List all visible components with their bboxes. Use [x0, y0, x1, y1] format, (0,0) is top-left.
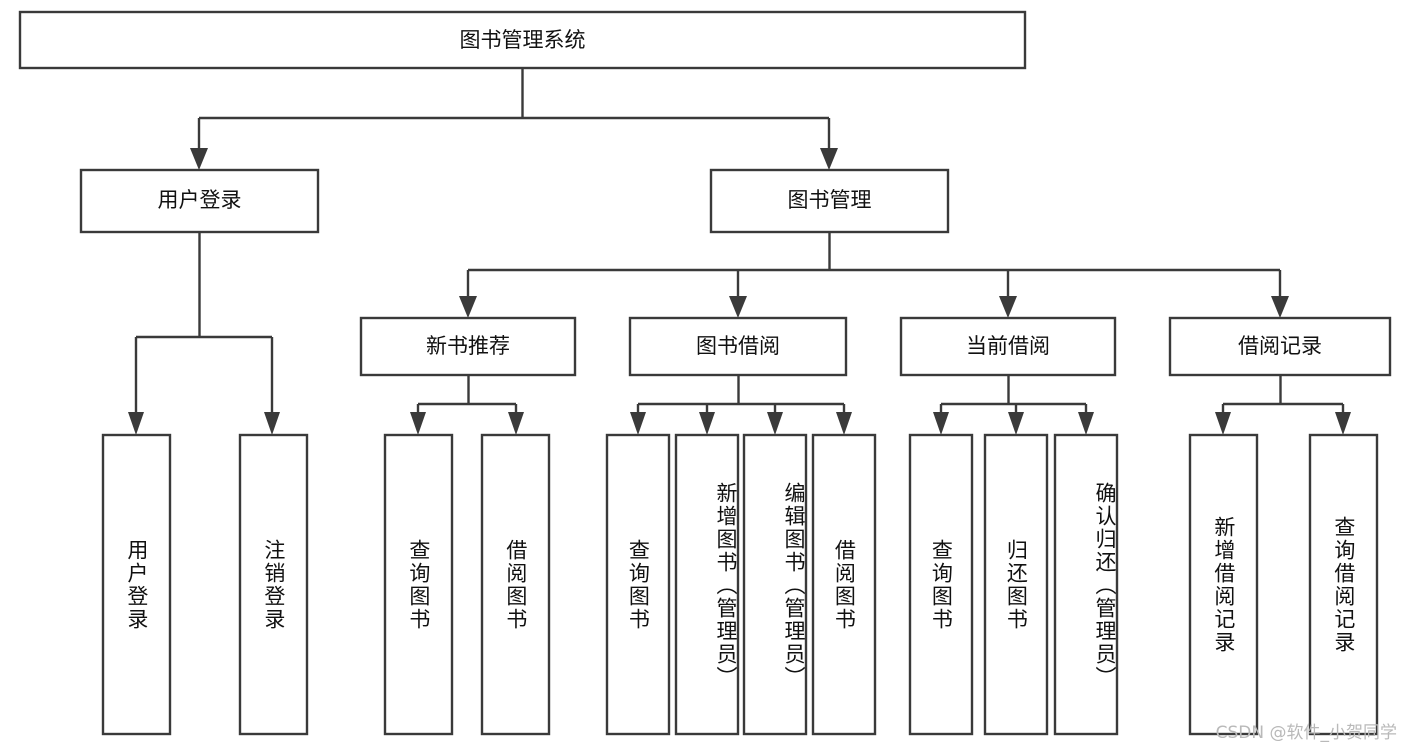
- borrow-records-label: 借阅记录: [1238, 334, 1322, 358]
- node-borrow-records[interactable]: 借阅记录: [1168, 316, 1392, 377]
- arrowhead-leaf-borrow-book-rec: [508, 412, 524, 435]
- arrowhead-leaf-query-book-borrow: [630, 412, 646, 435]
- arrowhead-current-borrow: [999, 296, 1017, 318]
- arrowhead-leaf-add-book-admin: [699, 412, 715, 435]
- arrowhead-leaf-return-book: [1008, 412, 1024, 435]
- leaf-query-book-rec-box[interactable]: [383, 433, 454, 736]
- current-borrow-box[interactable]: [899, 316, 1117, 377]
- arrowhead-leaf-borrow-book: [836, 412, 852, 435]
- leaf-borrow-book-rec-box[interactable]: [480, 433, 551, 736]
- node-current-borrow[interactable]: 当前借阅: [899, 316, 1117, 377]
- leaf-return-book-box[interactable]: [983, 433, 1049, 736]
- leaf-logout-box[interactable]: [238, 433, 309, 736]
- user-login-label: 用户登录: [158, 188, 242, 212]
- connector-userlogin-to-leaves: [128, 232, 280, 435]
- connector-bookmgmt-to-level3: [459, 232, 1289, 318]
- leaf-query-borrow-record-box[interactable]: [1308, 433, 1379, 736]
- arrowhead-borrow-records: [1271, 296, 1289, 318]
- connector-root-to-level2: [190, 68, 838, 170]
- root-box[interactable]: [18, 10, 1027, 70]
- arrowhead-leaf-query-borrow-record: [1335, 412, 1351, 435]
- leaf-query-book-borrow-box[interactable]: [605, 433, 671, 736]
- arrowhead-leaf-logout: [264, 412, 280, 435]
- leaf-user-login-box[interactable]: [101, 433, 172, 736]
- arrowhead-leaf-confirm-return-admin: [1078, 412, 1094, 435]
- book-borrow-box[interactable]: [628, 316, 848, 377]
- connector-currentborrow-to-leaves: [933, 375, 1094, 435]
- new-book-recommend-box[interactable]: [359, 316, 577, 377]
- leaf-boxes: [101, 433, 1379, 736]
- root-label: 图书管理系统: [460, 28, 586, 52]
- arrowhead-leaf-edit-book-admin: [767, 412, 783, 435]
- node-new-book-recommend[interactable]: 新书推荐: [359, 316, 577, 377]
- arrowhead-new-book-recommend: [459, 296, 477, 318]
- leaf-confirm-return-admin-box[interactable]: [1053, 433, 1119, 736]
- csdn-watermark: CSDN @软件_小贺同学: [1215, 723, 1397, 743]
- node-user-login[interactable]: 用户登录: [79, 168, 320, 234]
- connector-newbook-to-leaves: [410, 375, 524, 435]
- node-root[interactable]: 图书管理系统: [18, 10, 1027, 70]
- arrowhead-user-login: [190, 148, 208, 170]
- leaf-query-book-current-box[interactable]: [908, 433, 974, 736]
- new-book-recommend-label: 新书推荐: [426, 334, 510, 358]
- arrowhead-leaf-add-borrow-record: [1215, 412, 1231, 435]
- arrowhead-book-borrow: [729, 296, 747, 318]
- leaf-add-borrow-record-box[interactable]: [1188, 433, 1259, 736]
- node-book-management[interactable]: 图书管理: [709, 168, 950, 234]
- leaf-add-book-admin-box[interactable]: [674, 433, 740, 736]
- connector-bookborrow-to-leaves: [630, 375, 852, 435]
- book-management-box[interactable]: [709, 168, 950, 234]
- leaf-edit-book-admin-box[interactable]: [742, 433, 808, 736]
- user-login-box[interactable]: [79, 168, 320, 234]
- arrowhead-leaf-user-login: [128, 412, 144, 435]
- arrowhead-leaf-query-book-current: [933, 412, 949, 435]
- leaf-borrow-book-box[interactable]: [811, 433, 877, 736]
- connector-borrowrecords-to-leaves: [1215, 375, 1351, 435]
- book-management-label: 图书管理: [788, 188, 872, 212]
- node-book-borrow[interactable]: 图书借阅: [628, 316, 848, 377]
- current-borrow-label: 当前借阅: [966, 334, 1050, 358]
- borrow-records-box[interactable]: [1168, 316, 1392, 377]
- book-borrow-label: 图书借阅: [696, 334, 780, 358]
- arrowhead-leaf-query-book-rec: [410, 412, 426, 435]
- arrowhead-book-management: [820, 148, 838, 170]
